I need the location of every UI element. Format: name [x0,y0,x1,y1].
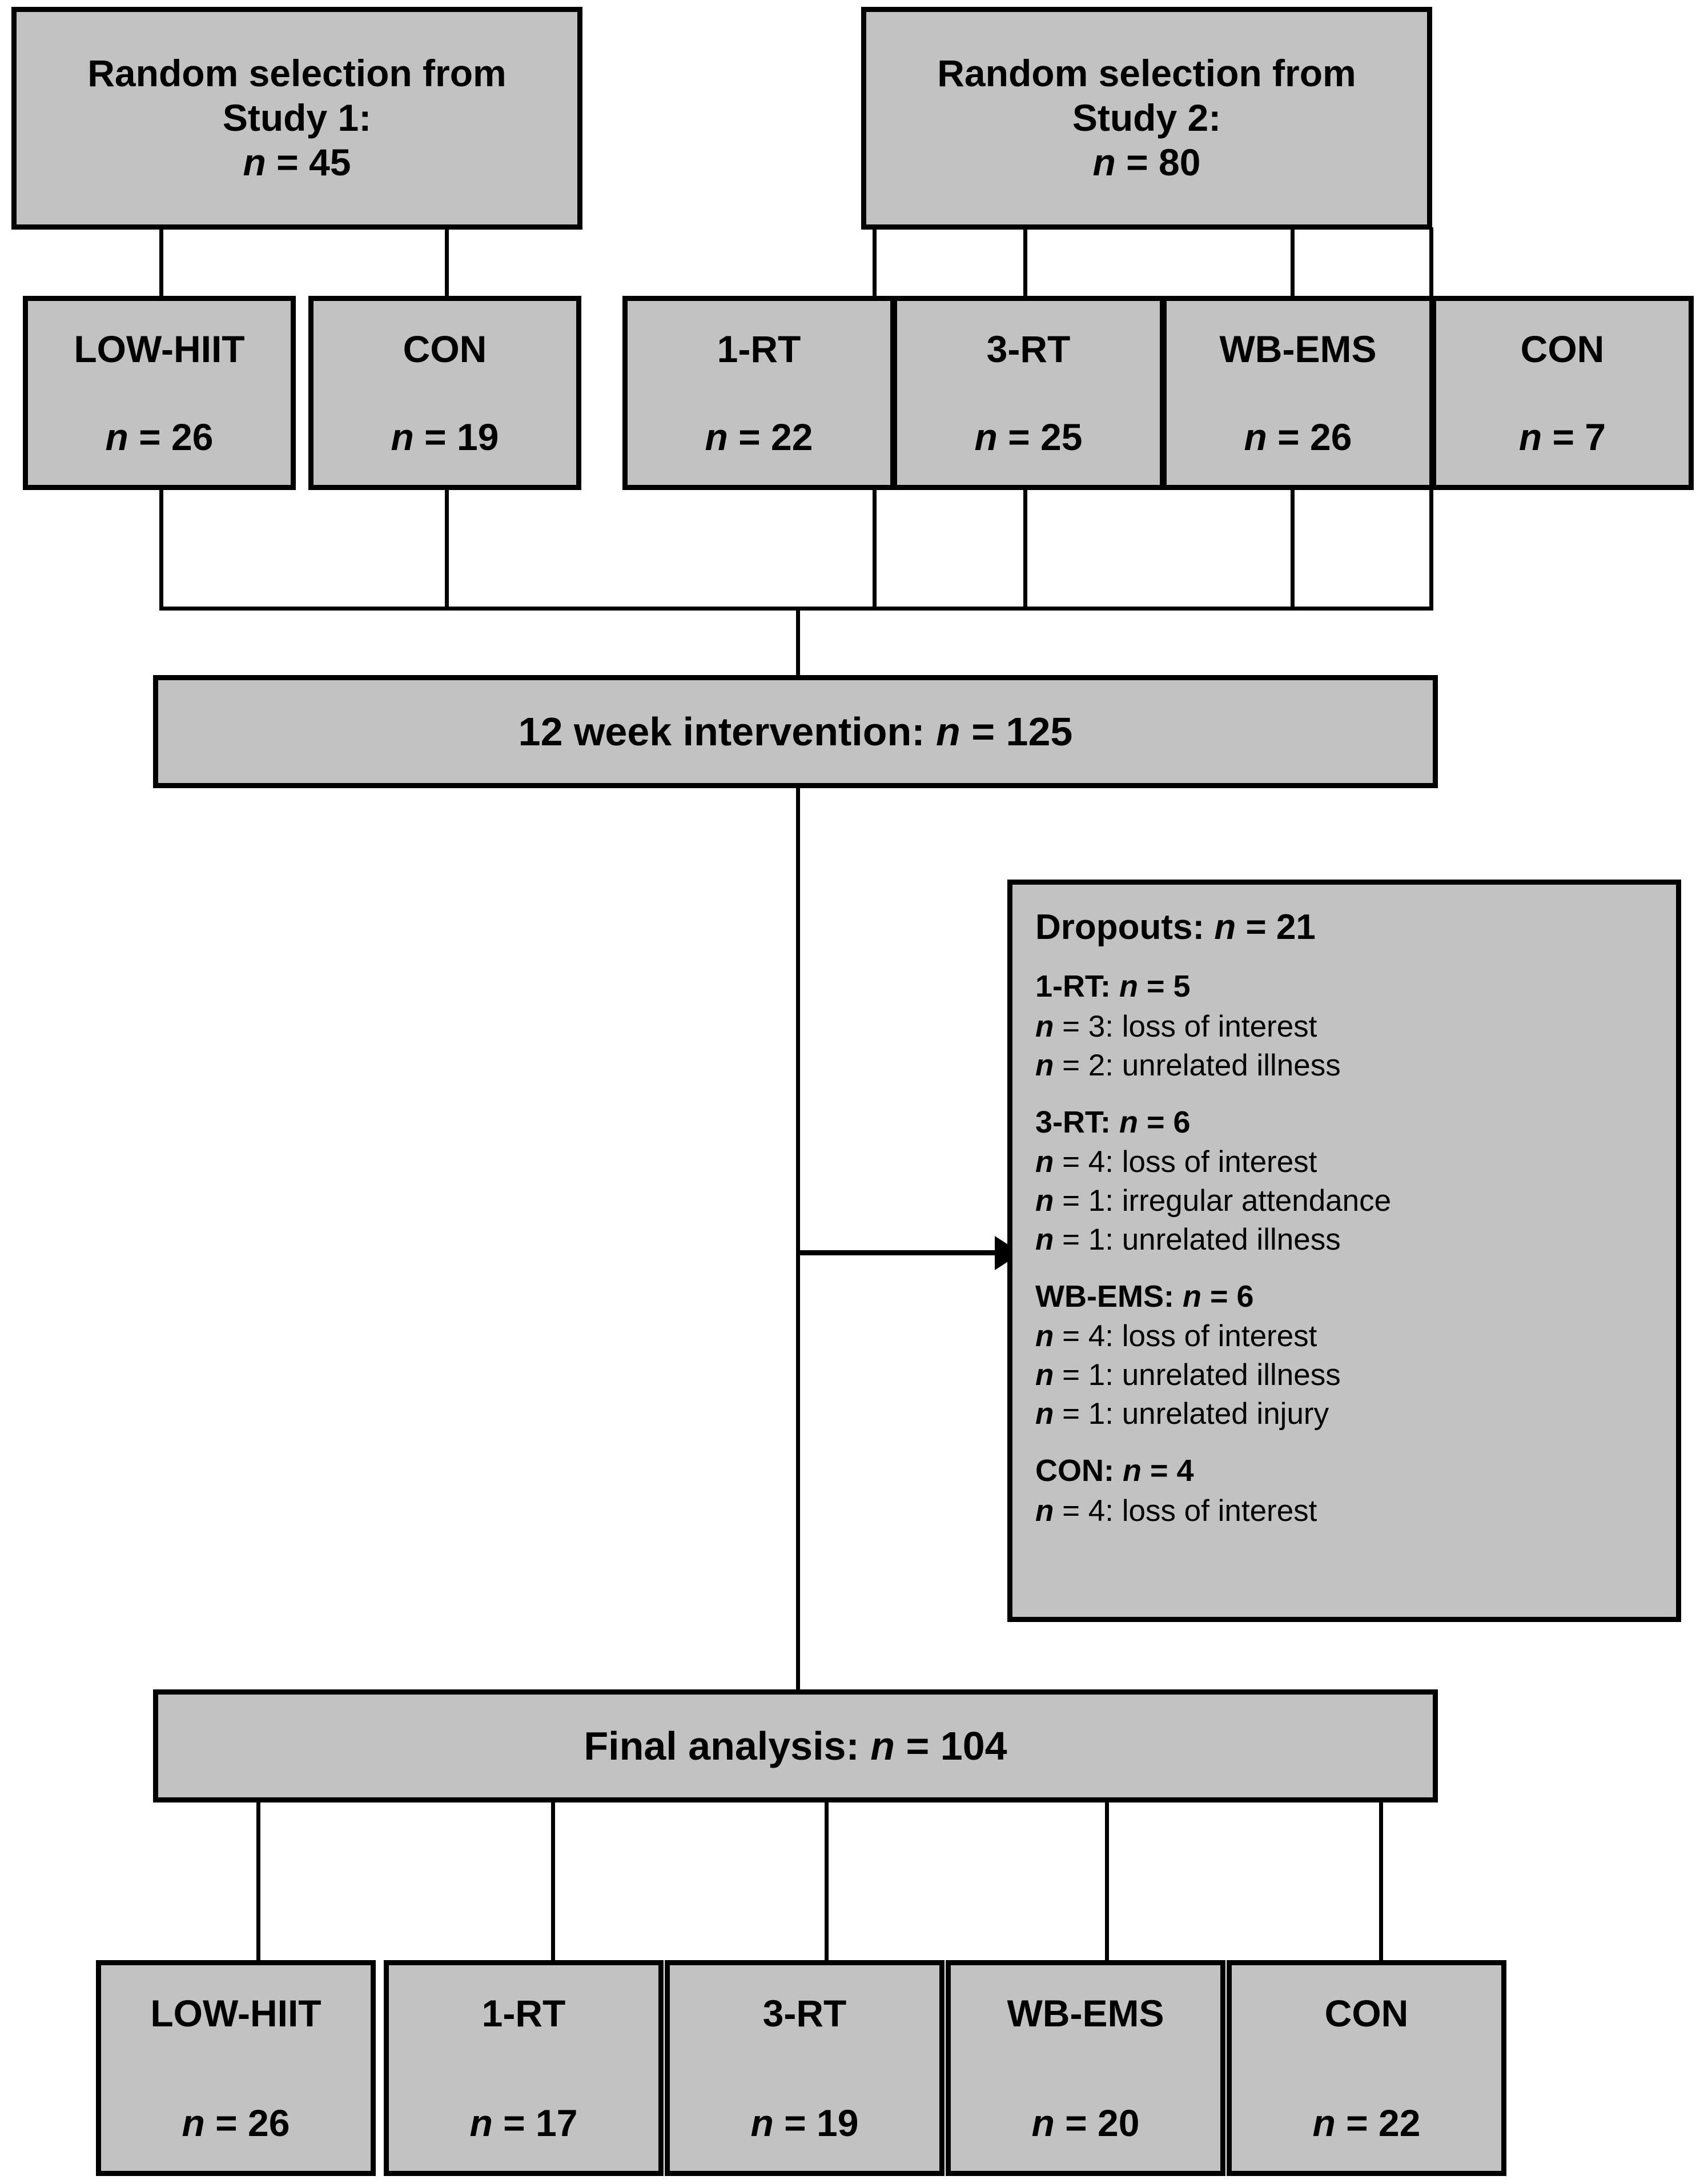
connector-study2-to-wbems [1291,227,1295,298]
group-n-3-rt: n = 25 [974,416,1083,459]
dropout-reason: n = 2: unrelated illness [1035,1048,1341,1082]
connector-study1-to-con [445,227,449,298]
merge-drop-con-study2 [1429,489,1433,610]
final-group-name-1-rt: 1-RT [481,1992,566,2034]
dropout-group-head-wb-ems: WB-EMS: n = 6 [1035,1279,1254,1314]
dropout-reason: n = 3: loss of interest [1035,1009,1317,1043]
group-box-3-rt: 3-RT n = 25 [892,296,1165,490]
study1-n: n = 45 [243,140,351,183]
study2-n: n = 80 [1092,140,1201,183]
dropout-group-head-3-rt: 3-RT: n = 6 [1035,1105,1191,1139]
group-n-con-study1: n = 19 [391,416,499,459]
final-group-box-con: CON n = 22 [1227,1960,1506,2176]
intervention-text: 12 week intervention: n = 125 [518,709,1073,754]
dropouts-panel: Dropouts: n = 21 1-RT: n = 5 n = 3: loss… [1007,880,1681,1622]
dropout-reason: n = 1: unrelated illness [1035,1358,1341,1392]
dropouts-arrow-shaft [798,1250,999,1255]
final-group-box-1-rt: 1-RT n = 17 [384,1960,664,2176]
final-group-name-con: CON [1324,1992,1409,2034]
group-box-wb-ems: WB-EMS n = 26 [1162,296,1434,490]
final-group-name-low-hiit: LOW-HIIT [150,1992,321,2034]
dropout-reason: n = 1: irregular attendance [1035,1184,1392,1218]
group-name-con-study1: CON [403,328,487,370]
dropout-reason: n = 4: loss of interest [1035,1319,1317,1354]
dropout-group-3-rt: 3-RT: n = 6 n = 4: loss of interest n = … [1035,1105,1391,1259]
fanout-drop-low-hiit [256,1800,260,1966]
group-n-wb-ems: n = 26 [1244,416,1352,459]
group-box-1-rt: 1-RT n = 22 [622,296,895,490]
spine-intervention-to-final [796,786,800,1692]
group-n-low-hiit: n = 26 [105,416,214,459]
fanout-drop-1rt [551,1800,555,1966]
final-group-n-1-rt: n = 17 [469,2102,578,2145]
final-group-name-wb-ems: WB-EMS [1007,1992,1164,2034]
source-box-study2: Random selection from Study 2: n = 80 [861,7,1432,230]
dropout-reason: n = 1: unrelated illness [1035,1222,1341,1256]
merge-drop-wbems [1291,489,1295,610]
group-n-con-study2: n = 7 [1518,416,1606,459]
group-name-3-rt: 3-RT [986,328,1071,370]
final-group-n-3-rt: n = 19 [750,2102,859,2145]
final-group-box-low-hiit: LOW-HIIT n = 26 [96,1960,376,2176]
study2-line1: Random selection from [937,52,1356,95]
final-group-box-3-rt: 3-RT n = 19 [665,1960,945,2176]
merge-drop-con-study1 [445,489,449,610]
final-group-box-wb-ems: WB-EMS n = 20 [946,1960,1225,2176]
dropout-group-head-1-rt: 1-RT: n = 5 [1035,969,1191,1004]
dropout-group-head-con: CON: n = 4 [1035,1453,1194,1488]
connector-study2-to-con [1429,227,1433,298]
intervention-box: 12 week intervention: n = 125 [153,675,1438,788]
group-name-con-study2: CON [1520,328,1605,370]
dropout-reason: n = 4: loss of interest [1035,1494,1317,1528]
fanout-drop-wbems [1105,1800,1109,1966]
dropout-group-wb-ems: WB-EMS: n = 6 n = 4: loss of interest n … [1035,1279,1341,1434]
final-analysis-box: Final analysis: n = 104 [153,1689,1438,1802]
connector-study2-to-3rt [1023,227,1027,298]
final-group-n-wb-ems: n = 20 [1031,2102,1140,2145]
group-name-1-rt: 1-RT [717,328,801,370]
dropout-reason: n = 1: unrelated injury [1035,1397,1329,1431]
group-box-low-hiit: LOW-HIIT n = 26 [23,296,296,490]
group-box-con-study2: CON n = 7 [1431,296,1694,490]
group-name-low-hiit: LOW-HIIT [74,328,245,370]
final-group-n-con: n = 22 [1312,2102,1421,2145]
merge-drop-low-hiit [159,489,163,610]
dropout-reason: n = 4: loss of interest [1035,1145,1317,1179]
final-group-n-low-hiit: n = 26 [182,2102,290,2145]
connector-study1-to-low-hiit [159,227,163,298]
source-box-study1: Random selection from Study 1: n = 45 [11,7,582,230]
final-analysis-text: Final analysis: n = 104 [584,1723,1007,1768]
dropouts-title: Dropouts: n = 21 [1035,908,1316,947]
final-group-name-3-rt: 3-RT [762,1992,847,2034]
study1-line2: Study 1: [222,97,372,139]
fanout-drop-3rt [825,1800,829,1966]
fanout-drop-con [1379,1800,1383,1966]
connector-merge-to-intervention [796,607,800,678]
study1-line1: Random selection from [87,52,507,95]
study2-line2: Study 2: [1072,97,1221,139]
group-box-con-study1: CON n = 19 [308,296,581,490]
connector-study2-to-1rt [873,227,877,298]
dropout-group-1-rt: 1-RT: n = 5 n = 3: loss of interest n = … [1035,969,1341,1085]
dropout-group-con: CON: n = 4 n = 4: loss of interest [1035,1453,1317,1531]
group-name-wb-ems: WB-EMS [1219,328,1377,370]
merge-drop-1rt [873,489,877,610]
merge-drop-3rt [1023,489,1027,610]
group-n-1-rt: n = 22 [705,416,813,459]
